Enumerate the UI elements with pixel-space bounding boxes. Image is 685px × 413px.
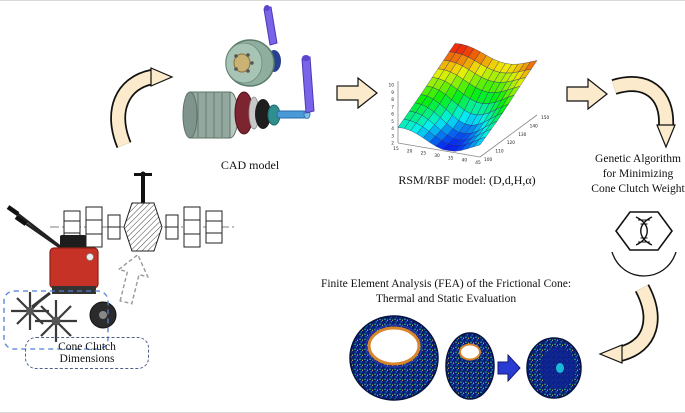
axis-tick-label: 20: [407, 148, 413, 154]
axis-tick-label: 10: [389, 83, 395, 89]
fea-cone-ring-large: [349, 315, 439, 401]
genetic-algorithm-label: Genetic Algorithm for Minimizing Cone Cl…: [591, 152, 685, 197]
rotary-tines-left: [11, 292, 49, 330]
axis-tick-label: 100: [484, 157, 492, 163]
fitness-parabola: [611, 251, 677, 277]
axis-tick-label: 45: [475, 160, 481, 166]
axis-tick-label: 15: [393, 146, 399, 152]
shift-rod: [141, 175, 145, 225]
rsm-model-label: RSM/RBF model: (D,d,H,α): [398, 173, 536, 187]
fea-mesh-illustration: [349, 315, 582, 401]
ga-line-1: Genetic Algorithm: [595, 153, 681, 165]
flow-arrow-curved-1-icon: [110, 67, 174, 149]
cad-model-label: CAD model: [220, 158, 280, 172]
engine-cylinder: [60, 235, 86, 251]
tines-highlight-outline: [3, 290, 109, 350]
dna-strand-right: [640, 216, 653, 246]
fea-title-line-2: Thermal and Static Evaluation: [375, 292, 517, 305]
flow-arrow-straight-2-icon: [566, 77, 608, 111]
dna-hexagon-icon: [611, 211, 677, 277]
ga-line-3: Cone Clutch Weight: [591, 182, 685, 195]
surface-mesh-cell: [473, 136, 487, 148]
fea-cone-ring-middle: [445, 332, 495, 400]
flow-arrow-straight-1-icon: [336, 76, 378, 110]
cad-model-illustration: [182, 5, 315, 139]
axis-tick-label: 4: [391, 126, 394, 132]
cad-lever-upper: [263, 6, 278, 46]
cad-drum: [189, 91, 231, 139]
axis-tick-label: 6: [391, 112, 394, 118]
cad-pressure-plate: [255, 99, 271, 129]
axis-tick-label: 3: [391, 133, 394, 139]
fea-title: Finite Element Analysis (FEA) of the Fri…: [298, 277, 594, 307]
axis-tick-label: 130: [518, 132, 526, 138]
axis-tick-label: 2: [391, 141, 394, 147]
axis-tick-label: 9: [391, 90, 394, 96]
axis-line: [479, 114, 538, 158]
clutch-dimensions-drawing: [50, 171, 236, 252]
axis-tick-label: 30: [434, 153, 440, 159]
fea-step-arrow-icon: [497, 353, 521, 383]
rotary-tines-right: [35, 300, 77, 342]
axis-tick-label: 110: [495, 149, 503, 155]
axis-tick-label: 7: [391, 104, 394, 110]
axis-line: [397, 142, 481, 158]
axis-tick-label: 5: [391, 119, 394, 125]
power-tiller-illustration: [3, 205, 117, 350]
axis-tick-label: 25: [421, 151, 427, 157]
cone-clutch-dimensions-label: Cone Clutch Dimensions: [25, 337, 149, 369]
fea-cone-disc-right: [526, 337, 582, 399]
axis-tick-label: 8: [391, 97, 394, 103]
cad-lever-lower: [301, 56, 315, 114]
cad-shaft: [276, 110, 308, 119]
axis-tick-label: 35: [448, 155, 454, 161]
bevel-cone: [123, 202, 163, 252]
fea-title-line-1: Finite Element Analysis (FEA) of the Fri…: [320, 278, 572, 290]
dashed-arrow-icon: [117, 253, 149, 305]
axis-tick-label: 120: [507, 140, 515, 146]
flow-arrow-curved-3-icon: [598, 284, 659, 364]
dna-strand-left: [635, 216, 648, 246]
ga-line-2: for Minimizing: [602, 167, 674, 180]
axis-tick-label: 140: [530, 123, 538, 129]
axis-tick-label: 40: [462, 158, 468, 164]
gear-cluster-right: [165, 206, 223, 248]
flow-arrow-curved-2-icon: [611, 76, 676, 149]
axis-tick-label: 150: [541, 115, 549, 121]
